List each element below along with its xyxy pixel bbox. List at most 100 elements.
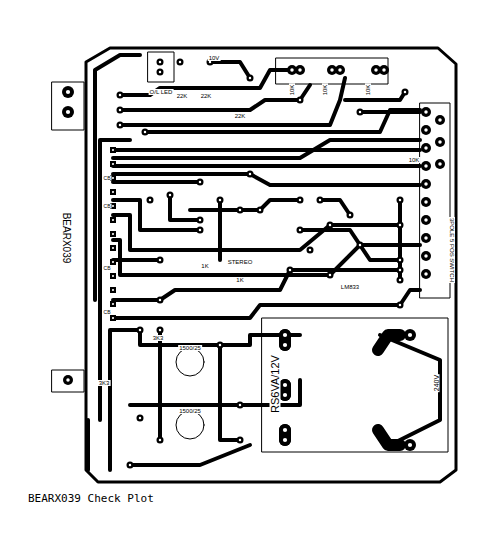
pad	[404, 329, 416, 341]
pad	[307, 247, 314, 254]
pad	[327, 222, 334, 229]
drill-hole	[66, 90, 70, 94]
pad	[142, 129, 149, 136]
drill-hole	[319, 199, 321, 201]
silkscreen-label: 1K	[200, 263, 209, 269]
drill-hole	[329, 274, 331, 276]
pad	[127, 462, 134, 469]
pad	[110, 189, 116, 195]
silkscreen-label: STEREO	[227, 259, 254, 265]
pad	[421, 215, 431, 225]
drill-hole	[139, 329, 141, 331]
drill-hole	[424, 110, 428, 114]
drill-hole	[349, 214, 351, 216]
drill-hole	[112, 289, 114, 291]
drill-hole	[399, 199, 401, 201]
pad	[421, 125, 431, 135]
drill-hole	[239, 209, 241, 211]
drill-hole	[199, 219, 201, 221]
pad	[297, 97, 304, 104]
drill-hole	[309, 249, 311, 251]
drill-hole	[159, 299, 161, 301]
drill-hole	[399, 279, 401, 281]
drill-hole	[283, 393, 287, 397]
pad	[297, 197, 304, 204]
silkscreen-label: LM833	[340, 284, 360, 290]
pad	[137, 415, 144, 422]
pad	[247, 171, 254, 178]
pad	[435, 115, 445, 125]
drill-hole	[283, 383, 287, 387]
pad	[117, 92, 124, 99]
drill-hole	[424, 272, 428, 276]
pad	[247, 75, 254, 82]
drill-hole	[399, 259, 401, 261]
drill-hole	[239, 439, 241, 441]
drill-hole	[209, 61, 211, 63]
drill-hole	[283, 343, 287, 347]
drill-hole	[283, 428, 287, 432]
silkscreen-label: CB	[103, 204, 112, 209]
pad	[62, 106, 74, 118]
drill-hole	[199, 229, 201, 231]
drill-hole	[139, 417, 141, 419]
silkscreen-label: CB	[103, 176, 112, 181]
drill-hole	[404, 91, 406, 93]
silkscreen-label: 10K	[289, 84, 295, 97]
silkscreen-label: 3POLE 5 POS SWITCH	[449, 217, 455, 283]
silkscreen-label: 3K3	[152, 335, 165, 341]
silkscreen-label: 240V	[433, 374, 440, 392]
drill-hole	[249, 173, 251, 175]
drill-hole	[112, 303, 114, 305]
drill-hole	[408, 443, 412, 447]
drill-hole	[399, 304, 401, 306]
silkscreen-label: 22K	[200, 93, 213, 99]
pad	[317, 197, 324, 204]
drill-hole	[330, 68, 334, 72]
silkscreen-label: 1K	[235, 277, 244, 283]
pad	[421, 251, 431, 261]
drill-hole	[283, 438, 287, 442]
pad	[63, 375, 73, 385]
silkscreen-label: O/L LED	[149, 89, 174, 95]
pad	[167, 192, 174, 199]
pad	[157, 297, 164, 304]
pad	[110, 301, 116, 307]
drill-hole	[119, 124, 121, 126]
drill-hole	[239, 404, 241, 406]
drill-hole	[112, 177, 114, 179]
pad	[257, 207, 264, 214]
pad	[421, 161, 431, 171]
drill-hole	[424, 218, 428, 222]
silkscreen-label: RS6VA/12V	[270, 354, 281, 414]
drill-hole	[144, 131, 146, 133]
silkscreen-label: 22K	[234, 113, 247, 119]
pad	[397, 277, 404, 284]
drill-hole	[374, 68, 378, 72]
pad	[237, 402, 244, 409]
drill-hole	[112, 191, 114, 193]
drill-hole	[424, 254, 428, 258]
pad	[435, 137, 445, 147]
drill-hole	[359, 244, 361, 246]
pad	[177, 59, 184, 66]
drill-hole	[112, 247, 114, 249]
pad	[157, 257, 164, 264]
pad	[379, 65, 389, 75]
pad	[287, 267, 294, 274]
pad	[110, 161, 116, 167]
switch-outline	[420, 103, 450, 298]
drill-hole	[438, 162, 442, 166]
drill-hole	[259, 209, 261, 211]
board-outline	[86, 48, 456, 482]
pad	[110, 231, 116, 237]
drill-hole	[112, 149, 114, 151]
pad	[397, 197, 404, 204]
silkscreen-label: 10K	[408, 157, 421, 163]
pad	[157, 437, 164, 444]
pad	[335, 65, 345, 75]
silkscreen-label: 10K	[322, 84, 328, 97]
pad	[295, 65, 305, 75]
drill-hole	[399, 269, 401, 271]
